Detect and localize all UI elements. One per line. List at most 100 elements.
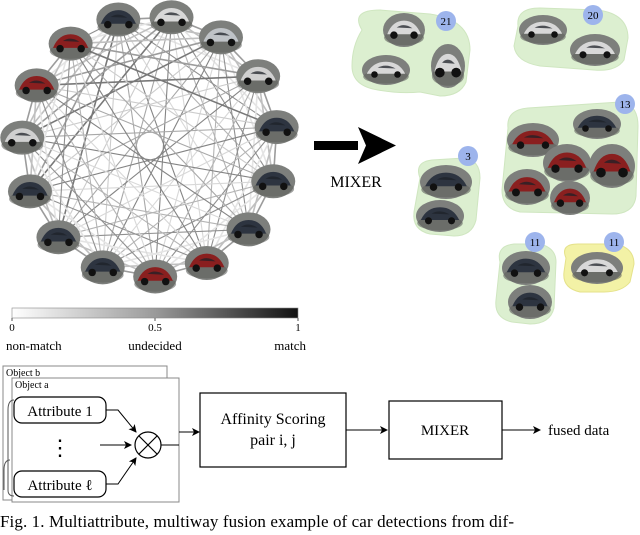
cluster-car-thumbnail: [420, 165, 472, 199]
cluster-count-badge: [604, 232, 624, 252]
graph-edge: [35, 85, 60, 238]
graph-edge: [57, 43, 72, 238]
graph-edge: [117, 19, 249, 230]
graph-edge: [36, 84, 249, 230]
graph-edge: [206, 76, 259, 264]
graph-node-car: [14, 68, 59, 103]
cluster-car-thumbnail: [571, 252, 623, 284]
attribute-ellipsis: ⋮: [49, 435, 71, 460]
graph-edge: [29, 190, 156, 278]
mixer-arrow-head: [358, 127, 396, 164]
graph-edge: [36, 85, 156, 277]
graph-edge: [70, 43, 208, 264]
graph-node-car: [149, 0, 194, 35]
graph-node-car: [236, 59, 281, 94]
scale-tick-label: 0: [9, 322, 15, 334]
graph-edge: [170, 16, 278, 128]
affinity-scoring-label: Affinity Scoring: [220, 411, 325, 428]
graph-edge: [102, 19, 119, 268]
graph-node-car: [0, 120, 45, 155]
attribute-stack-bracket: [3, 459, 11, 490]
graph-edge: [22, 75, 259, 139]
cluster-car-thumbnail: [416, 200, 464, 232]
cluster-car-thumbnail: [543, 144, 591, 182]
graph-edge: [36, 36, 222, 87]
scale-label-match: match: [274, 338, 306, 353]
graph-edge: [247, 76, 259, 230]
graph-edge: [70, 43, 249, 230]
graph-edge: [29, 19, 120, 192]
attribute-l-label: Attribute ℓ: [27, 478, 92, 494]
affinity-graph: [0, 0, 299, 294]
attribute-stack-bracket: [7, 399, 15, 497]
graph-edge: [21, 137, 156, 277]
cluster-count-badge: [525, 232, 545, 252]
object-a-label: Object a: [15, 380, 49, 391]
cluster-car-thumbnail: [507, 123, 559, 157]
fused-data-label: fused data: [548, 423, 610, 439]
mixer-box-label: MIXER: [421, 423, 469, 439]
graph-edge: [29, 43, 72, 192]
graph-edge: [21, 36, 222, 139]
scale-tick-label: 0.5: [148, 322, 162, 334]
cluster-count-label: 13: [620, 99, 632, 111]
graph-edge: [22, 137, 249, 230]
cluster-car-thumbnail: [550, 181, 590, 215]
graph-edge: [58, 126, 277, 238]
graph-edge: [70, 43, 274, 182]
graph-edge: [29, 36, 222, 192]
graph-edge: [36, 85, 104, 268]
cluster-car-thumbnail: [589, 144, 635, 188]
graph-edge: [57, 36, 222, 238]
connector-line: [106, 457, 137, 485]
cluster-car-thumbnail: [508, 285, 552, 319]
attribute-1-label: Attribute 1: [27, 404, 92, 420]
graph-node-car: [133, 259, 178, 294]
affinity-color-scale: 0 0.5 1 non-match undecided match: [6, 307, 306, 353]
graph-edge: [21, 18, 119, 139]
affinity-scoring-box: [199, 392, 347, 468]
graph-edge: [36, 16, 172, 87]
graph-node-car: [184, 246, 229, 281]
graph-edge: [36, 84, 277, 128]
graph-edge: [170, 17, 250, 230]
graph-edge: [220, 37, 274, 182]
mixer-arrow-shaft: [314, 141, 358, 150]
graph-edge: [57, 17, 172, 238]
graph-edge: [70, 42, 259, 77]
cluster-car-thumbnail: [431, 44, 465, 88]
graph-edge: [21, 16, 173, 139]
cluster-car-thumbnail: [502, 251, 550, 285]
graph-edge: [171, 17, 274, 182]
graph-edge: [102, 126, 278, 268]
cluster-5: 11: [563, 232, 635, 293]
graph-edge: [206, 37, 222, 264]
cluster-count-badge: [436, 11, 456, 31]
cluster-count-label: 11: [609, 237, 620, 249]
graph-edge: [36, 75, 259, 87]
graph-node-car: [36, 220, 81, 255]
graph-edge: [154, 180, 274, 278]
graph-edge: [102, 228, 249, 269]
fusion-flow-diagram: Object b Object a Attribute 1 ⋮ Attribut…: [2, 365, 610, 503]
cluster-1: 20: [513, 5, 629, 71]
cluster-0: 21: [351, 9, 471, 97]
graph-edge: [102, 180, 274, 268]
graph-edge: [29, 126, 277, 192]
scale-gradient-bar: [11, 307, 299, 319]
graph-edge: [206, 126, 278, 264]
mixer-arrow-label: MIXER: [330, 174, 382, 191]
graph-node-car: [198, 20, 243, 55]
cluster-count-badge: [583, 5, 603, 25]
graph-edge: [117, 19, 274, 182]
graph-edge: [170, 17, 208, 264]
graph-node-car: [226, 212, 271, 247]
cluster-car-thumbnail: [362, 55, 410, 85]
graph-edge: [154, 126, 278, 277]
cluster-car-thumbnail: [504, 169, 550, 205]
cluster-count-label: 11: [530, 237, 541, 249]
scale-label-undecided: undecided: [128, 338, 182, 353]
affinity-scoring-pair: pair i, j: [250, 432, 296, 449]
